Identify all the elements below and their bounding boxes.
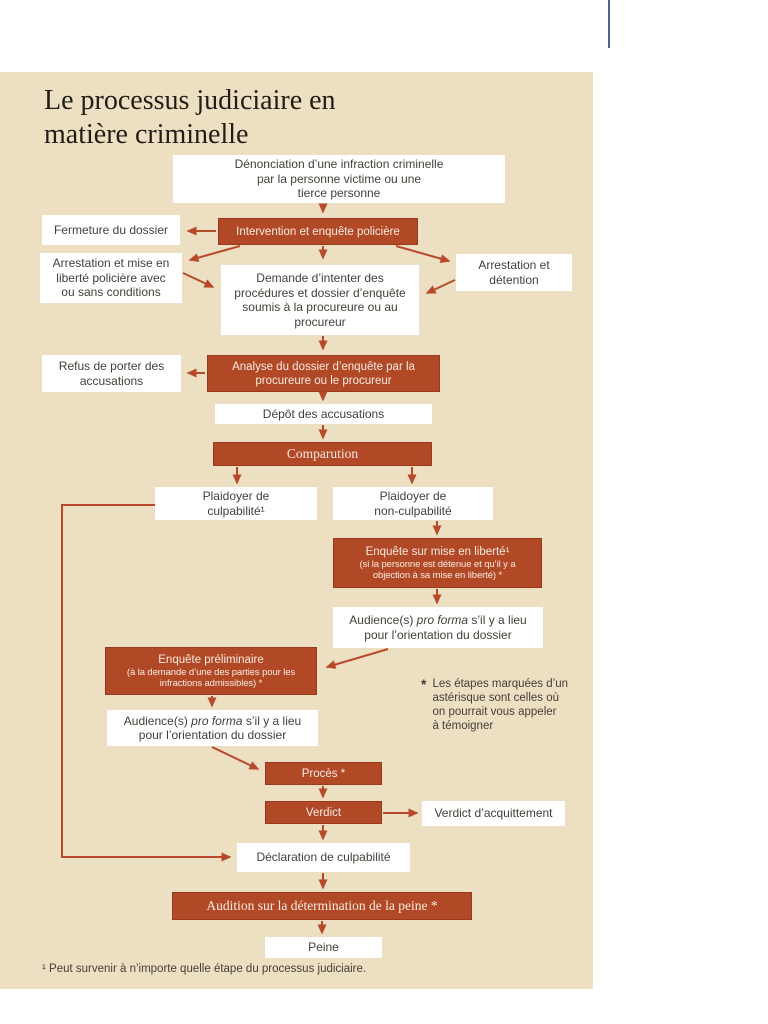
node-text: Audience(s): [349, 613, 414, 627]
node-text: soumis à la procureure ou au: [242, 300, 398, 314]
node-plaidoyer-culpabilite: Plaidoyer de culpabilité¹: [155, 487, 317, 520]
node-comparution: Comparution: [213, 442, 432, 466]
node-text: Peine: [308, 940, 339, 955]
node-text: ou sans conditions: [61, 285, 161, 300]
node-analyse-dossier: Analyse du dossier d’enquête par la proc…: [207, 355, 440, 392]
node-text: Arrestation et: [478, 258, 550, 272]
node-enquete-preliminaire: Enquête préliminaire (à la demande d’une…: [105, 647, 317, 695]
node-peine: Peine: [265, 937, 382, 958]
node-audience-pro-forma-droite: Audience(s) pro forma s’il y a lieu pour…: [333, 607, 543, 648]
node-text: liberté policière avec: [56, 270, 166, 285]
node-text: Plaidoyer de: [202, 489, 270, 503]
node-text: Dénonciation d’une infraction criminelle: [234, 157, 444, 172]
footnote: ¹ Peut survenir à n’importe quelle étape…: [42, 963, 367, 975]
node-verdict: Verdict: [265, 801, 382, 824]
asterisk-note: * Les étapes marquées d’un astérisque so…: [421, 677, 581, 733]
node-text: Audition sur la détermination de la pein…: [206, 898, 438, 913]
node-text: procureure ou le procureur: [255, 374, 392, 387]
node-text: Analyse du dossier d’enquête par la: [232, 360, 415, 373]
top-blue-rule: [608, 0, 610, 48]
node-subtext: infractions admissibles) *: [159, 678, 263, 689]
node-intervention-enquete: Intervention et enquête policière: [218, 218, 418, 245]
node-text: Audience(s) pro forma s’il y a lieu: [107, 714, 318, 729]
node-arrestation-liberte: Arrestation et mise en liberté policière…: [40, 253, 182, 303]
node-text: procédures et dossier d’enquête: [234, 285, 406, 300]
node-text: Verdict d’acquittement: [434, 806, 553, 821]
node-audition-peine: Audition sur la détermination de la pein…: [172, 892, 472, 920]
node-depot-accusations: Dépôt des accusations: [215, 404, 432, 424]
node-text: pour l’orientation du dossier: [364, 627, 512, 642]
node-denonciation: Dénonciation d’une infraction criminelle…: [173, 155, 505, 203]
node-text: Fermeture du dossier: [53, 222, 169, 237]
node-text: culpabilité¹: [207, 503, 265, 518]
node-enquete-mise-liberte: Enquête sur mise en liberté¹ (si la pers…: [333, 538, 542, 588]
node-text: s’il y a lieu: [471, 613, 527, 627]
node-text: détention: [489, 272, 539, 287]
node-subtext: (si la personne est détenue et qu’il y a: [359, 559, 516, 570]
node-demande-procedures: Demande d’intenter des procédures et dos…: [221, 265, 419, 335]
node-audience-pro-forma-gauche: Audience(s) pro forma s’il y a lieu pour…: [107, 710, 318, 746]
node-text-italic: pro forma: [416, 613, 469, 627]
node-text: Intervention et enquête policière: [236, 225, 400, 238]
node-text: Arrestation et mise en: [52, 256, 170, 271]
node-text: Dépôt des accusations: [262, 406, 385, 421]
node-text: Audience(s): [123, 713, 188, 728]
node-text: Déclaration de culpabilité: [256, 850, 391, 865]
node-text: pour l’orientation du dossier: [138, 728, 287, 742]
node-plaidoyer-non-culpabilite: Plaidoyer de non-culpabilité: [333, 487, 493, 520]
node-text: Demande d’intenter des: [256, 271, 384, 285]
node-text: Enquête sur mise en liberté¹: [365, 546, 510, 558]
node-text: par la personne victime ou une: [256, 171, 422, 186]
page-title: Le processus judiciaire en matière crimi…: [44, 84, 336, 152]
node-text: procureur: [294, 314, 346, 329]
node-subtext: objection à sa mise en liberté) *: [372, 570, 503, 581]
node-text-italic: pro forma: [191, 713, 243, 728]
asterisk-note-text: Les étapes marquées d’un astérisque sont…: [432, 678, 568, 732]
node-subtext: (à la demande d’une des parties pour les: [126, 667, 296, 678]
node-proces: Procès *: [265, 762, 382, 785]
node-text: tierce personne: [297, 186, 381, 201]
node-text: Verdict: [305, 806, 342, 819]
node-arrestation-detention: Arrestation et détention: [456, 254, 572, 291]
node-verdict-acquittement: Verdict d’acquittement: [422, 801, 565, 826]
node-text: Refus de porter des: [58, 359, 165, 373]
node-refus-accusations: Refus de porter des accusations: [42, 355, 181, 392]
node-text: s’il y a lieu: [245, 713, 302, 728]
node-text: Audience(s) pro forma s’il y a lieu: [333, 613, 543, 628]
node-text: non-culpabilité: [374, 503, 452, 518]
node-text: Comparution: [286, 446, 359, 461]
node-declaration-culpabilite: Déclaration de culpabilité: [237, 843, 410, 872]
node-text: Procès *: [301, 767, 346, 780]
asterisk-marker: *: [421, 676, 427, 692]
page-title-line2: matière criminelle: [44, 119, 249, 150]
node-text: Plaidoyer de: [379, 489, 447, 503]
node-text: Enquête préliminaire: [158, 654, 264, 666]
page-title-line1: Le processus judiciaire en: [44, 85, 336, 116]
node-fermeture-dossier: Fermeture du dossier: [42, 215, 180, 245]
node-text: accusations: [79, 373, 144, 388]
